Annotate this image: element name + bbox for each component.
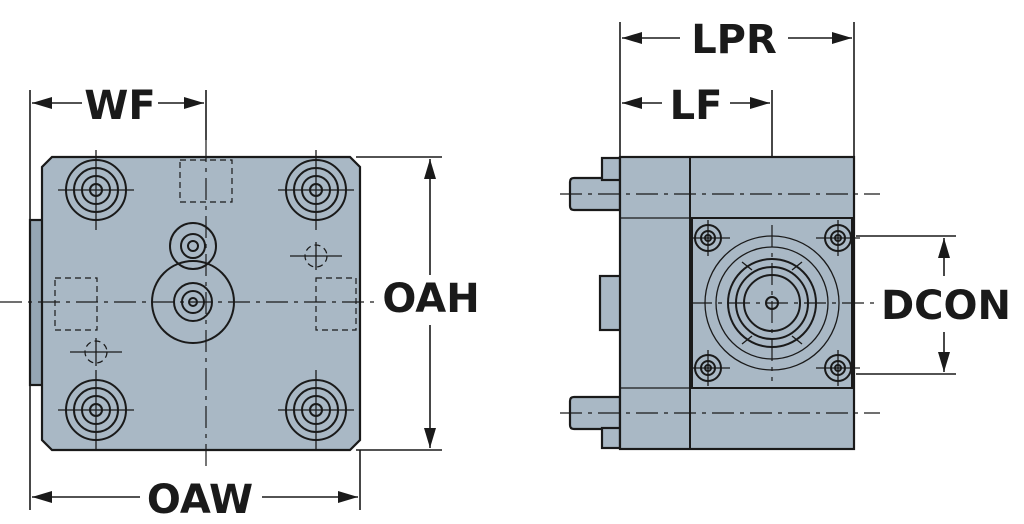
front-hidden-pocket-left [54, 277, 98, 331]
dimension-lpr: LPR [619, 17, 855, 157]
label-oah: OAH [382, 276, 479, 322]
front-body [40, 155, 362, 452]
dimension-oaw: OAW [29, 385, 361, 523]
label-oaw: OAW [147, 477, 253, 523]
label-lpr: LPR [691, 17, 777, 63]
dimension-oah: OAH [356, 156, 480, 451]
side-pin-bottom [568, 395, 622, 431]
label-wf: WF [84, 83, 155, 129]
label-dcon: DCON [881, 283, 1011, 329]
side-pin-top [568, 176, 622, 212]
front-hidden-pocket-right [315, 277, 357, 331]
dimension-dcon: DCON [856, 235, 1011, 375]
front-small-screw [169, 222, 217, 270]
front-view [0, 140, 380, 470]
side-bottom-tab [600, 426, 622, 450]
dimension-wf: WF [29, 83, 207, 220]
label-lf: LF [670, 83, 723, 129]
side-view [560, 155, 880, 451]
side-top-tab [600, 156, 622, 182]
dimension-lf: LF [622, 83, 773, 157]
